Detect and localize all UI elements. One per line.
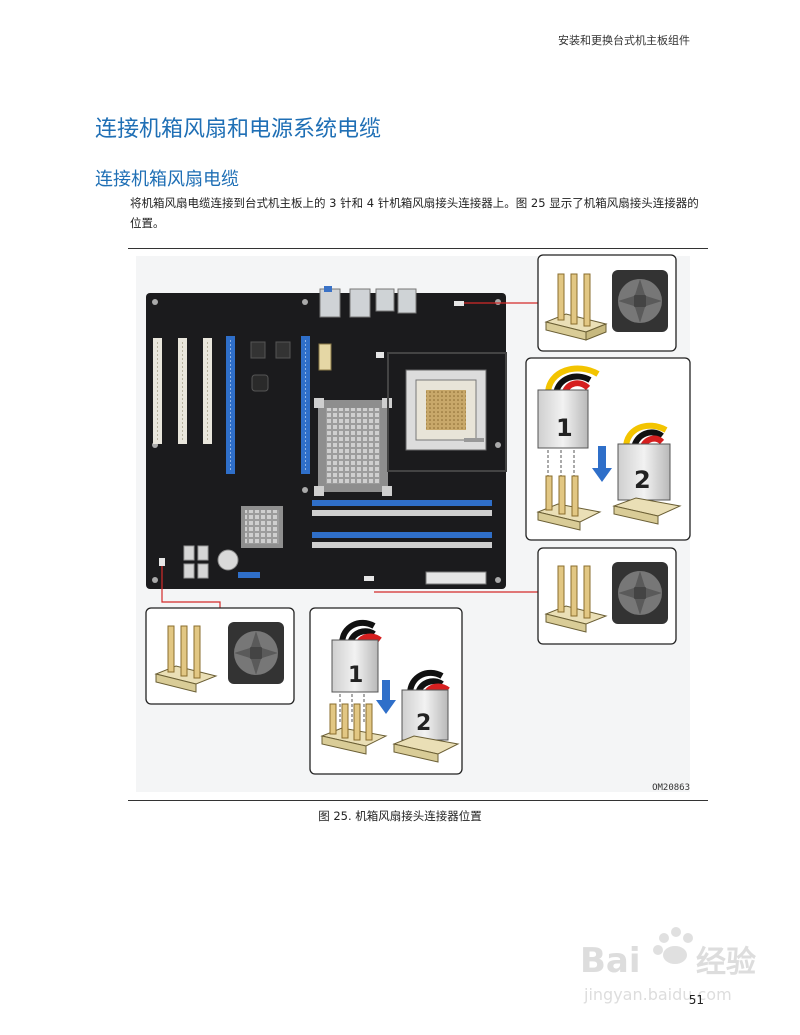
fan-header-diagram-a [536,475,602,531]
chipset-heatsink [314,398,392,496]
svg-text:jingyan.baidu.com: jingyan.baidu.com [583,985,732,1004]
fan-plug-1: 1 [537,365,600,484]
callout-panel-mid-right: 1 2 [525,357,691,541]
case-fan-icon-b [612,562,668,624]
figure-caption: 图 25. 机箱风扇接头连接器位置 [318,809,482,823]
section-title: 连接机箱风扇和电源系统电缆 [95,117,382,142]
atx-power-connector [425,571,487,585]
memory-slots [312,500,492,548]
cmos-battery [217,549,239,571]
fan-plug-1-b: 1 [331,619,382,722]
callout-lines [161,302,538,608]
sata-connectors [183,545,209,579]
step-label-2-b: 2 [416,711,431,736]
callout-panel-bottom-center: 1 2 [309,607,463,775]
callout-panel-bottom-left [145,607,295,705]
small-chips [250,341,332,392]
fan-connector-3pin-b [544,565,608,633]
callout-panel-top-right [537,254,677,352]
body-paragraph: 将机箱风扇电缆连接到台式机主板上的 3 针和 4 针机箱风扇接头连接器上。图 2… [130,196,699,230]
insert-arrow-a [592,446,612,482]
fan-header-bottom-right [364,576,374,581]
fan-header-top [454,301,464,306]
callout-panel-lower-right [537,547,677,645]
motherboard [146,286,507,589]
fan-plug-2: 2 [612,422,682,525]
step-label-2: 2 [634,466,651,494]
figure-top-rule [128,248,708,249]
southbridge-heatsink [241,506,283,548]
figure-25: 1 2 [128,250,708,798]
fan-connector-3pin [544,273,608,341]
front-panel-header [238,572,260,578]
figure-id-label: OM20863 [652,783,690,793]
pci-slots [153,338,212,444]
fan-plug-2-b: 2 [392,669,460,763]
baidu-watermark-logo: Bai 经验 jingyan.baidu.com [580,927,756,1004]
running-header: 安装和更换台式机主板组件 [558,34,690,47]
step-label-1-b: 1 [348,663,363,688]
fan-connector-3pin-c [154,625,218,693]
page-number: 51 [688,993,704,1007]
case-fan-icon-c [228,622,284,684]
step-label-1: 1 [556,414,573,442]
figure-bottom-rule [128,800,708,801]
insert-arrow-b [376,680,396,714]
pcie-slots [226,336,310,474]
rear-io-ports [319,286,417,318]
svg-text:经验: 经验 [696,945,756,980]
section-subtitle: 连接机箱风扇电缆 [95,169,239,190]
fan-header-bottom-left [159,558,165,566]
cpu-socket [387,352,507,472]
fan-header-diagram-b [320,703,388,755]
fan-header-cpu [376,352,384,358]
svg-text:Bai: Bai [580,941,641,981]
case-fan-icon [612,270,668,332]
